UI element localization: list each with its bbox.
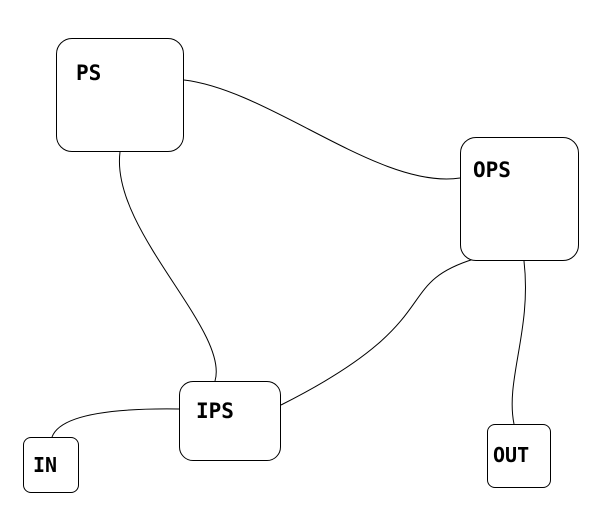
edge-ops-out xyxy=(511,260,526,425)
node-label-out: OUT xyxy=(493,443,530,467)
node-out: OUT xyxy=(487,424,551,488)
edge-ips-in xyxy=(51,408,180,438)
node-label-in: IN xyxy=(33,453,58,477)
node-label-ps: PS xyxy=(76,61,102,85)
edge-ps-ops xyxy=(183,79,461,180)
node-label-ips: IPS xyxy=(196,399,234,423)
node-ps: PS xyxy=(56,38,184,152)
node-ips: IPS xyxy=(179,381,281,461)
edge-ps-ips xyxy=(119,151,217,382)
node-ops: OPS xyxy=(460,137,579,261)
node-in: IN xyxy=(23,437,79,493)
node-label-ops: OPS xyxy=(473,158,511,182)
edge-ops-ips xyxy=(280,258,475,406)
